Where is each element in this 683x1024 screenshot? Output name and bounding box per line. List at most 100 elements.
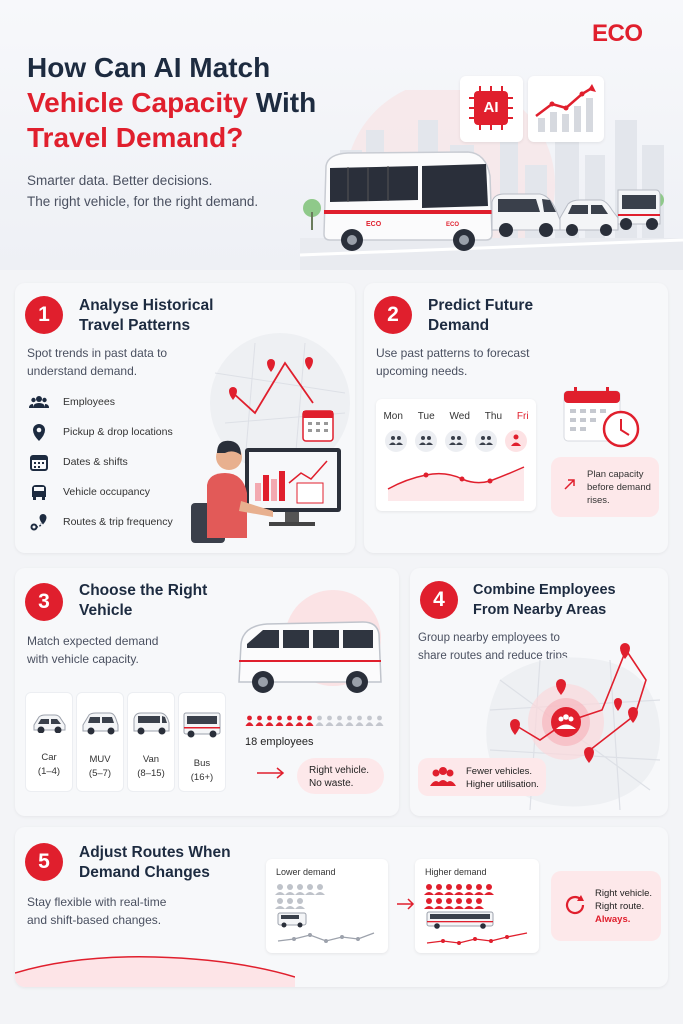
arrow-up-right-icon <box>564 479 575 490</box>
vehicle-label: Van(8–15) <box>137 753 164 781</box>
vehicle-option-muv[interactable]: MUV(5–7) <box>76 692 124 792</box>
vehicle-option-bus[interactable]: Bus(16+) <box>178 692 226 792</box>
callout-line-3-emphasis: Always. <box>595 914 631 925</box>
demand-forecast-chart <box>385 430 527 501</box>
ai-chip-icon <box>469 86 513 130</box>
page-title: How Can AI Match Vehicle Capacity With T… <box>27 50 316 155</box>
step-4-desc-line-1: Group nearby employees to <box>418 632 560 644</box>
title-line-3: Travel Demand? <box>27 122 244 153</box>
route-icon <box>30 514 47 531</box>
brand-logo[interactable]: ECO <box>592 20 643 47</box>
tagline: Smarter data. Better decisions. The righ… <box>27 170 258 212</box>
suv-illustration <box>559 199 619 236</box>
step-4-desc-line-2: share routes and reduce trips. <box>418 650 571 662</box>
step-5-desc-line-2: and shift-based changes. <box>27 913 162 927</box>
vehicle-option-car[interactable]: Car(1–4) <box>25 692 73 792</box>
step-3-description: Match expected demand with vehicle capac… <box>27 632 158 668</box>
van-icon <box>133 712 170 735</box>
svg-text:ECO: ECO <box>446 222 459 228</box>
day-label-thu: Thu <box>484 411 503 422</box>
callout-line-3: rises. <box>587 495 610 506</box>
step-2-desc-line-2: upcoming needs. <box>376 364 468 378</box>
vehicle-name: Van <box>142 754 160 765</box>
title-line-2-rest: With <box>248 87 317 118</box>
calendar-icon <box>30 455 48 471</box>
step-4-title-line-2: From Nearby Areas <box>473 602 607 618</box>
title-line-1: How Can AI Match <box>27 52 271 83</box>
list-item-label: Routes & trip frequency <box>63 516 173 528</box>
employee-filled-icon <box>265 715 274 726</box>
list-item-routes: Routes & trip frequency <box>29 507 173 537</box>
minibus-illustration <box>617 189 661 230</box>
employee-empty-icon <box>345 715 354 726</box>
employee-empty-icon <box>315 715 324 726</box>
step-2-title: Predict Future Demand <box>428 296 533 336</box>
higher-demand-chart <box>424 884 528 945</box>
step-4-description: Group nearby employees to share routes a… <box>418 629 571 665</box>
plan-capacity-callout: Plan capacity before demand rises. <box>551 457 659 517</box>
vehicle-options: Car(1–4) MUV(5–7) Van(8–15) Bus(16+) <box>25 692 226 792</box>
step-4-number: 4 <box>420 581 458 619</box>
employee-empty-icon <box>335 715 344 726</box>
muv-icon <box>82 712 119 735</box>
callout-line-2: before demand <box>587 482 651 493</box>
day-label-tue: Tue <box>417 411 435 422</box>
arrow-right-icon <box>397 898 415 910</box>
step-5-desc-line-1: Stay flexible with real-time <box>27 895 167 909</box>
weekly-forecast-panel: Mon Tue Wed Thu Fri <box>376 399 536 511</box>
list-item-dates: Dates & shifts <box>29 447 173 477</box>
list-item-occupancy: Vehicle occupancy <box>29 477 173 507</box>
right-vehicle-text: Right vehicle. No waste. <box>309 764 369 790</box>
employee-filled-icon <box>255 715 264 726</box>
people-icon <box>29 396 49 408</box>
lower-demand-panel: Lower demand <box>266 859 388 953</box>
step-3-desc-line-2: with vehicle capacity. <box>27 652 139 666</box>
fewer-vehicles-callout: Fewer vehicles. Higher utilisation. <box>418 758 546 796</box>
lower-demand-label: Lower demand <box>276 867 336 877</box>
employee-empty-icon <box>355 715 364 726</box>
step-2-desc-line-1: Use past patterns to forecast <box>376 346 530 360</box>
vehicle-option-van[interactable]: Van(8–15) <box>127 692 175 792</box>
analyst-at-computer-illustration <box>191 333 350 543</box>
fewer-vehicles-text: Fewer vehicles. Higher utilisation. <box>466 765 539 791</box>
trend-up-chart-icon <box>535 84 596 132</box>
vehicle-icon <box>32 485 46 500</box>
step-1-title-line-2: Travel Patterns <box>79 317 191 334</box>
list-item-label: Dates & shifts <box>63 456 128 468</box>
list-item-label: Employees <box>63 396 115 408</box>
step-5-title-line-1: Adjust Routes When <box>79 844 231 861</box>
employee-filled-icon <box>245 715 254 726</box>
callout-line-1: Right vehicle. <box>309 765 370 776</box>
trend-chart-card <box>528 76 604 142</box>
step-1-desc-line-1: Spot trends in past data to <box>27 346 168 360</box>
step-3-card: 3 Choose the Right Vehicle Match expecte… <box>15 568 399 816</box>
list-item-label: Pickup & drop locations <box>63 426 173 438</box>
step-3-number: 3 <box>25 583 63 621</box>
step-3-title: Choose the Right Vehicle <box>79 581 207 621</box>
right-route-text: Right vehicle. Right route. Always. <box>595 887 652 926</box>
higher-demand-panel: Higher demand <box>415 859 539 953</box>
location-pin-icon <box>33 424 45 441</box>
list-item-locations: Pickup & drop locations <box>29 417 173 447</box>
employee-filled-icon <box>285 715 294 726</box>
step-1-title-line-1: Analyse Historical <box>79 297 214 314</box>
ai-chip-card: AI <box>460 76 523 142</box>
employee-empty-icon <box>325 715 334 726</box>
decorative-wave <box>15 956 295 987</box>
vehicle-capacity: (1–4) <box>37 766 61 777</box>
car-icon <box>33 714 66 733</box>
arrow-right-icon <box>257 767 285 779</box>
ai-chip-label: AI <box>483 99 499 116</box>
day-label-fri: Fri <box>516 411 529 422</box>
vehicle-label: MUV(5–7) <box>89 753 111 781</box>
step-3-desc-line-1: Match expected demand <box>27 634 159 648</box>
bus-icon <box>183 712 221 738</box>
callout-line-2: No waste. <box>309 778 354 789</box>
lower-demand-chart <box>275 884 375 943</box>
step-3-title-line-2: Vehicle <box>79 602 133 619</box>
hero-header: AI ECO ECO <box>0 0 683 270</box>
step-4-title-line-1: Combine Employees <box>473 582 616 598</box>
step-4-card: 4 Combine Employees From Nearby Areas Gr… <box>410 568 668 816</box>
step-2-number: 2 <box>374 296 412 334</box>
callout-line-2: Right route. <box>595 901 645 912</box>
